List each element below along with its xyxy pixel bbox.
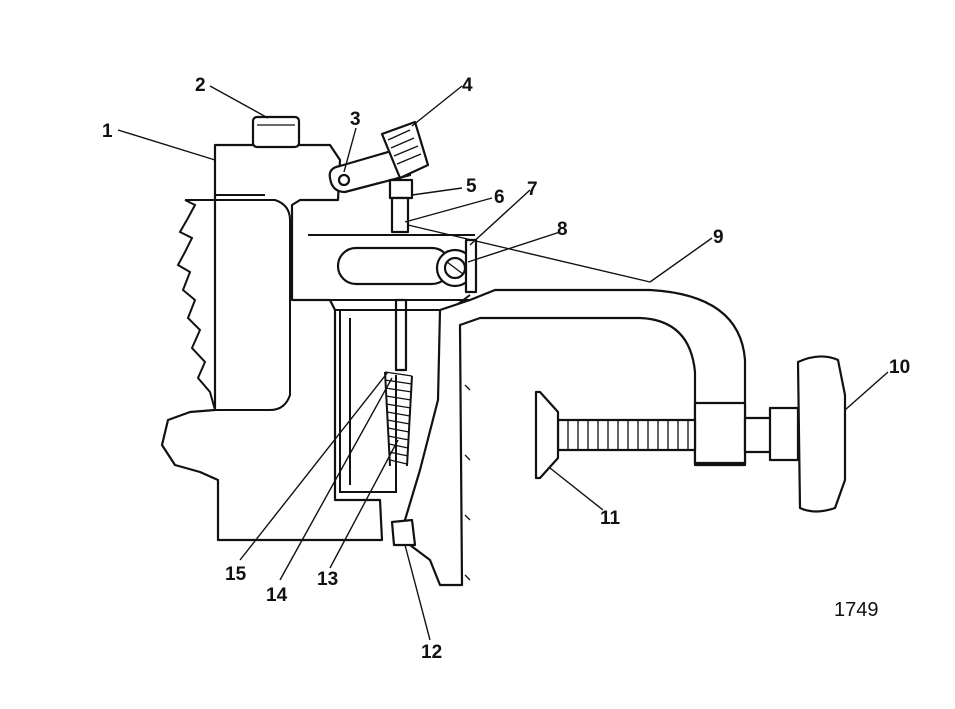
- clamp-screw: [534, 390, 775, 480]
- clamp-handle: [768, 355, 847, 513]
- lever-assembly: [328, 120, 430, 200]
- spring-channel: [335, 294, 471, 493]
- callout-3: 3: [350, 109, 361, 130]
- callout-labels: 1 2 3 4 5 6 7 8 9 10 11 12 13 14 15: [102, 75, 910, 663]
- callout-10: 10: [889, 357, 910, 378]
- callout-15: 15: [225, 564, 247, 585]
- callout-4: 4: [462, 75, 473, 96]
- leader-lines: [117, 85, 889, 641]
- pivot-tube: [308, 234, 478, 301]
- callout-14: 14: [266, 585, 288, 606]
- top-knob: [251, 115, 301, 149]
- callout-8: 8: [557, 219, 568, 240]
- callout-12: 12: [421, 642, 442, 663]
- callout-2: 2: [195, 75, 206, 96]
- callout-9: 9: [713, 227, 724, 248]
- callout-1: 1: [102, 121, 113, 142]
- plunger-rod: [390, 196, 410, 372]
- c-clamp-frame: [403, 288, 747, 587]
- callout-7: 7: [527, 179, 538, 200]
- callout-5: 5: [466, 176, 477, 197]
- housing-body: [160, 143, 384, 542]
- callout-11: 11: [600, 508, 621, 529]
- callout-6: 6: [494, 187, 505, 208]
- callout-13: 13: [317, 569, 338, 590]
- figure-number: 1749: [834, 599, 879, 621]
- foot-pad: [390, 518, 417, 547]
